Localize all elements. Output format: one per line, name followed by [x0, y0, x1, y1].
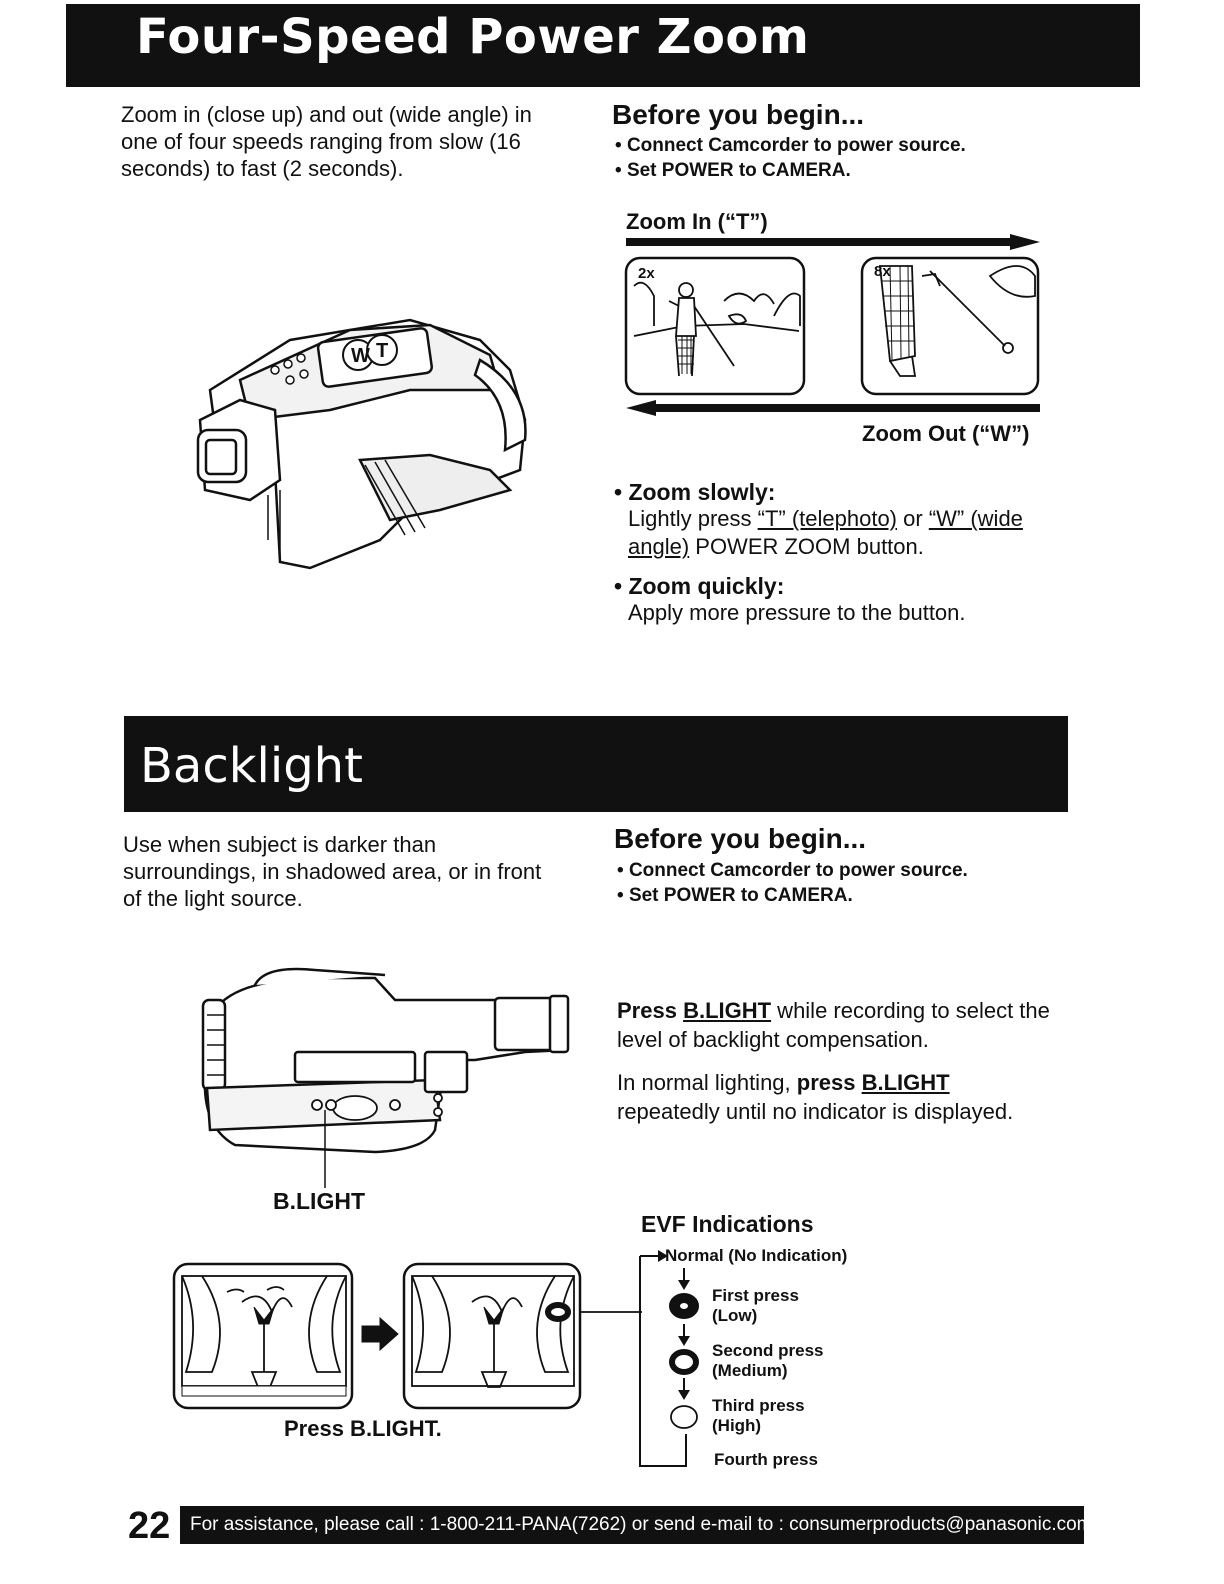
- backlight-before-list: Connect Camcorder to power source. Set P…: [617, 858, 968, 908]
- evf-high-indicator-icon: [670, 1405, 698, 1429]
- assistance-footer: For assistance, please call : 1-800-211-…: [180, 1506, 1084, 1544]
- evf-fourth-press-label: Fourth press: [714, 1450, 818, 1469]
- backlight-before-after-illustration: [172, 1262, 642, 1410]
- zoom-lever-t-label: T: [376, 340, 388, 362]
- zoom-slowly-text-part: Lightly press: [628, 506, 758, 531]
- zoom-before-title: Before you begin...: [612, 99, 865, 130]
- zoom-intro-text: Zoom in (close up) and out (wide angle) …: [121, 102, 532, 181]
- blight-key-reference: B.LIGHT: [683, 998, 772, 1023]
- evf-medium-indicator-icon: [669, 1349, 699, 1375]
- backlight-before-item: Connect Camcorder to power source.: [617, 858, 968, 883]
- camcorder-zoom-illustration: W T: [196, 318, 527, 570]
- zoom-out-arrow: [626, 400, 1040, 416]
- instruction-text-part: repeatedly until no indicator is display…: [617, 1099, 1014, 1124]
- zoom-section-title: Four-Speed Power Zoom: [136, 9, 810, 65]
- press-blight-instruction: Press B.LIGHT while recording to select …: [617, 996, 1057, 1054]
- evf-indications-title: EVF Indications: [641, 1211, 814, 1237]
- telephoto-view-illustration: 8x: [860, 256, 1040, 396]
- zoom-quickly-heading: Zoom quickly:: [614, 573, 784, 600]
- instruction-text-part: while recording to select the level of b…: [617, 998, 1050, 1052]
- press-blight-caption: Press B.LIGHT.: [284, 1416, 442, 1441]
- blight-key-reference: B.LIGHT: [861, 1070, 950, 1095]
- camcorder-blight-illustration: [201, 967, 570, 1188]
- normal-lighting-instruction: In normal lighting, press B.LIGHT repeat…: [617, 1068, 1057, 1126]
- wide-angle-view-illustration: 2x: [624, 256, 806, 396]
- zoom-in-label: Zoom In (“T”): [626, 209, 768, 234]
- zoom-section-banner: Four-Speed Power Zoom: [66, 4, 1140, 87]
- evf-level-name: (High): [712, 1416, 762, 1435]
- backlight-intro-text: Use when subject is darker than surround…: [123, 832, 542, 911]
- tele-magnification-label: 8x: [874, 263, 891, 280]
- zoom-slowly-text: Lightly press “T” (telephoto) or “W” (wi…: [628, 505, 1068, 561]
- wide-magnification-label: 2x: [638, 265, 655, 282]
- evf-third-press-label: Third press (High): [712, 1396, 805, 1436]
- zoom-lever-w-label: W: [351, 345, 370, 367]
- evf-press-name: First press: [712, 1286, 799, 1305]
- evf-normal-label: Normal (No Indication): [665, 1246, 848, 1265]
- wide-angle-reference: “W” (wide angle): [628, 506, 1023, 559]
- page-number: 22: [128, 1505, 171, 1547]
- evf-level-name: (Low): [712, 1306, 758, 1325]
- instruction-text-part: In normal lighting,: [617, 1070, 797, 1095]
- assistance-text: For assistance, please call : 1-800-211-…: [190, 1514, 1084, 1535]
- evf-second-press-label: Second press (Medium): [712, 1341, 824, 1381]
- blight-button-label: B.LIGHT: [273, 1188, 365, 1214]
- instruction-text-part: Press: [617, 998, 684, 1023]
- zoom-before-item: Connect Camcorder to power source.: [615, 133, 966, 158]
- evf-indicator-flow: [639, 1250, 699, 1467]
- instruction-text-part: press: [796, 1070, 862, 1095]
- backlight-section-title: Backlight: [140, 738, 363, 794]
- zoom-slowly-text-part: or: [897, 506, 929, 531]
- evf-first-press-label: First press (Low): [712, 1286, 799, 1326]
- backlight-before-item: Set POWER to CAMERA.: [617, 883, 968, 908]
- evf-level-name: (Medium): [712, 1361, 788, 1380]
- zoom-before-item: Set POWER to CAMERA.: [615, 158, 966, 183]
- zoom-in-arrow: [626, 234, 1040, 250]
- evf-press-name: Second press: [712, 1341, 824, 1360]
- evf-press-name: Third press: [712, 1396, 805, 1415]
- zoom-slowly-text-part: POWER ZOOM button.: [689, 534, 924, 559]
- zoom-out-label: Zoom Out (“W”): [862, 421, 1030, 446]
- zoom-before-list: Connect Camcorder to power source. Set P…: [615, 133, 966, 183]
- backlight-before-title: Before you begin...: [614, 823, 867, 854]
- zoom-slowly-heading: Zoom slowly:: [614, 479, 775, 506]
- backlight-section-banner: Backlight: [124, 716, 1068, 812]
- zoom-quickly-text: Apply more pressure to the button.: [628, 600, 966, 625]
- telephoto-reference: “T” (telephoto): [757, 506, 898, 531]
